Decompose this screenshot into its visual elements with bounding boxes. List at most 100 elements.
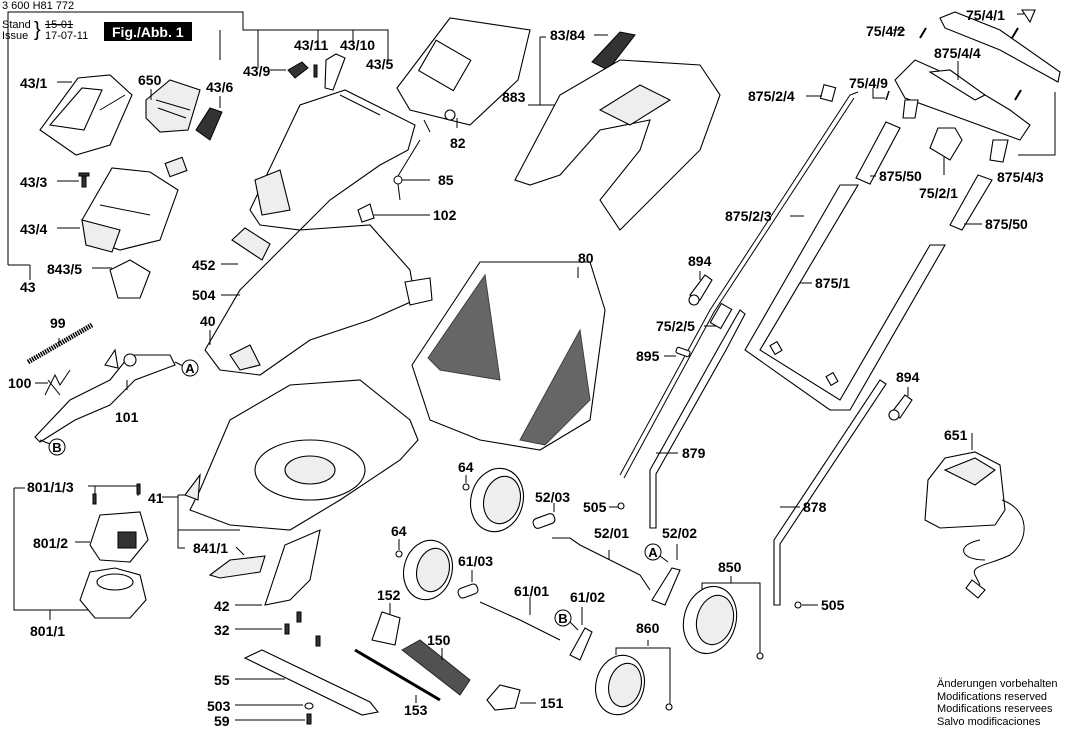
- label-100: 100: [8, 375, 32, 391]
- label-452: 452: [192, 257, 216, 273]
- part-wheel-caps-64: [395, 483, 470, 558]
- label-883: 883: [502, 89, 526, 105]
- part-motor-cover-42: [264, 529, 321, 606]
- part-housing-top-40: [204, 224, 433, 376]
- part-bushing-61-03: [457, 583, 479, 599]
- part-washer-503: [304, 702, 314, 710]
- part-battery-cover: [39, 74, 133, 156]
- notice-en: Modifications reserved: [937, 690, 1048, 703]
- part-cap-102: [357, 203, 375, 223]
- part-sleeve-875-50-left: [855, 121, 901, 185]
- part-roller-end-151: [486, 684, 521, 711]
- label-55: 55: [214, 672, 230, 688]
- part-electronics-801-2: [89, 511, 149, 563]
- part-roller-150: [401, 639, 471, 696]
- label-43-1: 43/1: [20, 75, 47, 91]
- part-axle-lever-61-02: [569, 627, 593, 661]
- label-75-2-5: 75/2/5: [656, 318, 695, 334]
- notice-fr: Modifications reservees: [937, 703, 1053, 715]
- label-801-2: 801/2: [33, 535, 68, 551]
- label-860: 860: [636, 620, 660, 636]
- label-75-4-2: 75/4/2: [866, 23, 905, 39]
- svg-text:B: B: [52, 440, 61, 455]
- svg-text:A: A: [648, 545, 658, 560]
- part-latch-43-9: [287, 61, 309, 79]
- part-handle-grip-83-84: [591, 31, 636, 71]
- label-43-11: 43/11: [294, 37, 328, 53]
- leader-lines: [35, 13, 1024, 721]
- callout-b-lower: B: [554, 609, 579, 631]
- label-52-01: 52/01: [594, 525, 629, 541]
- svg-text:B: B: [558, 611, 567, 626]
- label-52-03: 52/03: [535, 489, 570, 505]
- label-75-4-1: 75/4/1: [966, 7, 1005, 23]
- part-wheel-rear-860: [595, 654, 673, 716]
- part-spring-43-11: [313, 64, 318, 78]
- part-upper-handle-875-1: [744, 184, 946, 411]
- label-80: 80: [578, 250, 594, 266]
- part-battery-holder: [81, 167, 179, 253]
- label-152: 152: [377, 587, 401, 603]
- label-843-5: 843/5: [47, 261, 82, 277]
- label-85: 85: [438, 172, 454, 188]
- label-875-2-4: 875/2/4: [748, 88, 795, 104]
- label-875-4-4: 875/4/4: [934, 45, 981, 61]
- part-switch-box-75-2-1: [929, 127, 963, 161]
- part-switch-assembly-875-4-3: [894, 59, 1031, 163]
- label-850: 850: [718, 559, 742, 575]
- stand-value: 15-01: [45, 19, 74, 31]
- part-nuts: [769, 340, 839, 387]
- label-64-lower: 64: [391, 523, 407, 539]
- part-axle-52-01: [552, 537, 651, 591]
- issue-label: Issue: [2, 30, 29, 42]
- label-43-10: 43/10: [340, 37, 375, 53]
- stand-label: Stand: [2, 19, 31, 31]
- label-59: 59: [214, 713, 230, 729]
- label-651: 651: [944, 427, 968, 443]
- part-screw-43-3: [78, 172, 90, 188]
- part-cable-875-2-3: [619, 91, 859, 479]
- part-pin-895: [675, 346, 691, 358]
- label-61-03: 61/03: [458, 553, 493, 569]
- callout-b-upper: B: [39, 438, 66, 456]
- part-screws-32: [284, 611, 321, 647]
- label-505-upper: 505: [583, 499, 607, 515]
- part-deck-41: [184, 379, 419, 531]
- notice-de: Änderungen vorbehalten: [937, 678, 1058, 690]
- label-801-1: 801/1: [30, 623, 65, 639]
- label-61-01: 61/01: [514, 583, 549, 599]
- label-61-02: 61/02: [570, 589, 605, 605]
- label-64-upper: 64: [458, 459, 474, 475]
- label-41: 41: [148, 490, 164, 506]
- part-switch-lever-875-4-4: [928, 69, 987, 101]
- part-lower-handle-879: [649, 309, 746, 529]
- part-lower-handle-878: [773, 379, 887, 606]
- label-875-50-right: 875/50: [985, 216, 1028, 232]
- part-labels: 43/1 650 43/6 43/3 43/4 843/5 43 43/9 43…: [8, 7, 1044, 729]
- label-841-1: 841/1: [193, 540, 228, 556]
- part-charger-651: [924, 451, 1025, 599]
- part-wheel-front-left: [470, 467, 524, 533]
- part-grass-box-lid: [514, 59, 721, 231]
- part-grass-comb-841-1: [208, 555, 266, 579]
- label-43-3: 43/3: [20, 174, 47, 190]
- part-blade-55: [243, 649, 380, 716]
- label-43-9: 43/9: [243, 63, 270, 79]
- part-screw-75-4-9: [885, 90, 890, 101]
- part-wheel-rear-850: [682, 585, 764, 660]
- modifications-notice: Änderungen vorbehalten Modifications res…: [937, 678, 1057, 728]
- label-75-4-9: 75/4/9: [849, 75, 888, 91]
- part-wheel-front-right: [403, 539, 453, 601]
- part-rear-flap: [396, 17, 531, 126]
- part-upper-housing: [249, 89, 416, 231]
- label-875-1: 875/1: [815, 275, 850, 291]
- label-878: 878: [803, 499, 827, 515]
- label-503: 503: [207, 698, 231, 714]
- part-axle-61-01: [479, 601, 561, 641]
- part-clip-100: [44, 369, 71, 396]
- label-894-upper: 894: [688, 253, 712, 269]
- label-32: 32: [214, 622, 230, 638]
- part-roller-end-152: [371, 611, 401, 646]
- figure-badge: Fig./Abb. 1: [104, 22, 192, 41]
